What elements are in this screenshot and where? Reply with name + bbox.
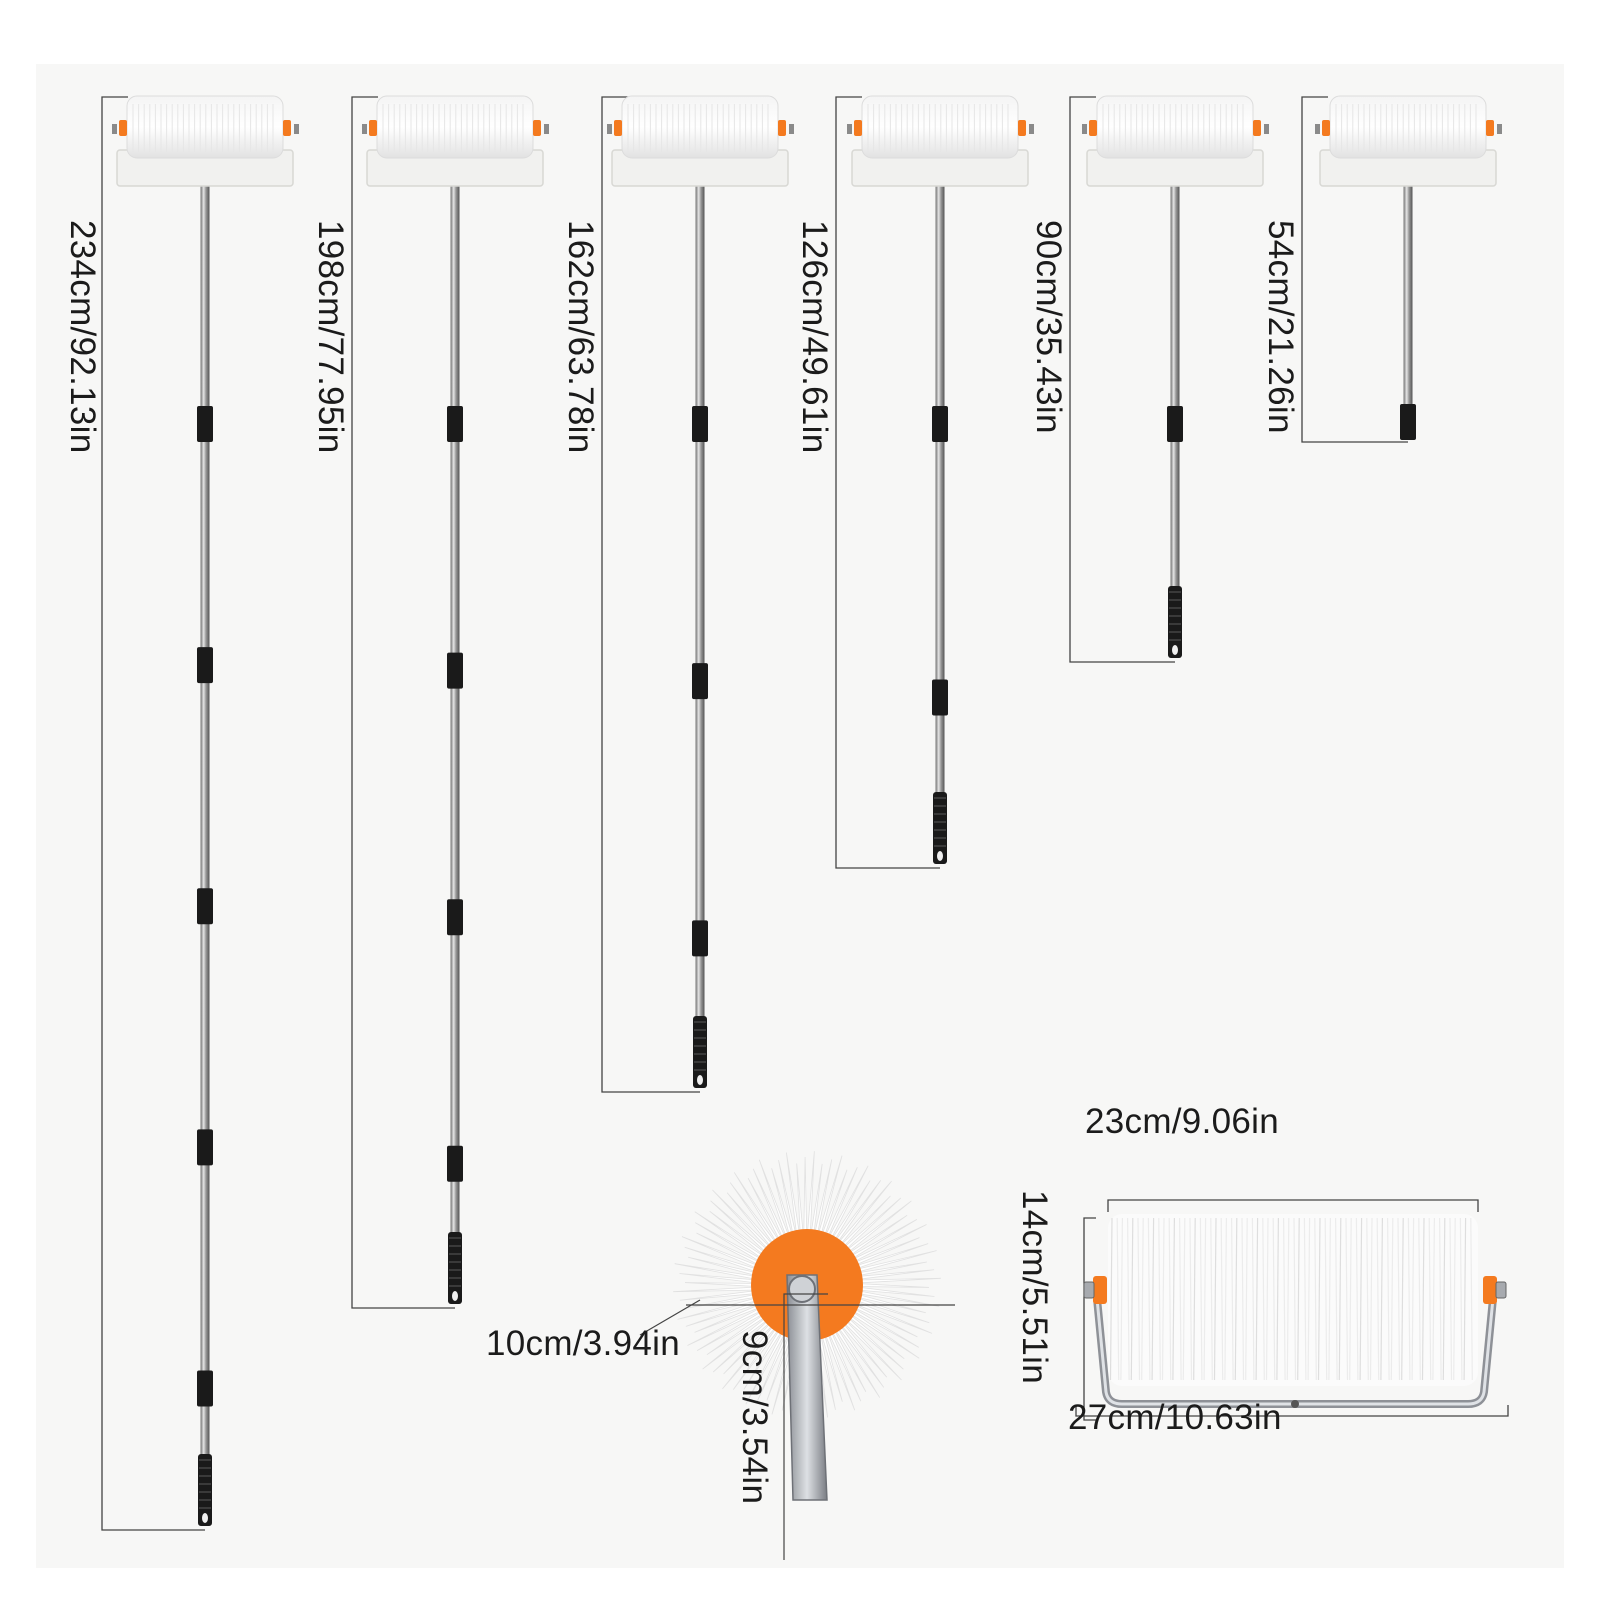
pole-lock-joint	[447, 406, 463, 442]
extension-roller-5	[1069, 95, 1269, 663]
telescopic-pole	[200, 186, 210, 1526]
length-label-90cm: 90cm/35.43in	[1029, 220, 1068, 434]
roller-diameter-label: 10cm/3.94in	[486, 1324, 680, 1363]
telescopic-pole	[935, 186, 945, 864]
axle-bolt	[1497, 124, 1502, 134]
pole-lock-joint	[932, 679, 948, 716]
orange-hub	[614, 120, 622, 136]
pole-lock-joint	[692, 406, 708, 442]
pole-lock-joint	[197, 406, 213, 442]
extension-roller-2	[351, 95, 549, 1309]
axle-bolt	[544, 124, 549, 134]
dimension-line	[351, 96, 455, 1309]
pole-lock-joint	[692, 920, 708, 957]
extension-roller-1	[101, 95, 299, 1531]
axle-nut	[788, 1275, 816, 1303]
spike-drum	[621, 95, 779, 159]
hang-hole	[452, 1291, 458, 1301]
orange-hub	[1018, 120, 1026, 136]
axle-bolt	[1495, 1281, 1507, 1299]
roller-side-view	[639, 1151, 955, 1560]
dimension-line	[1075, 1405, 1509, 1417]
spike-drum	[1096, 95, 1254, 159]
axle-bolt	[607, 124, 612, 134]
orange-hub	[369, 120, 377, 136]
spike-drum	[126, 95, 284, 159]
pole-lock-joint	[197, 888, 213, 925]
orange-hub	[778, 120, 786, 136]
hang-hole	[937, 851, 943, 861]
length-label-126cm: 126cm/49.61in	[795, 220, 834, 454]
axle-bolt	[294, 124, 299, 134]
metal-bracket	[786, 1274, 828, 1501]
pole-lock-joint	[447, 1145, 463, 1182]
length-label-234cm: 234cm/92.13in	[63, 220, 102, 454]
pole-lock-joint	[447, 652, 463, 689]
orange-hub	[1483, 1276, 1497, 1304]
orange-hub	[533, 120, 541, 136]
dimension-line	[835, 96, 940, 869]
extension-roller-4	[835, 95, 1034, 869]
roller-width-label: 23cm/9.06in	[1085, 1102, 1279, 1141]
pole-lock-joint	[932, 406, 948, 442]
dimension-line	[783, 1293, 828, 1560]
axle-bolt	[1083, 1281, 1095, 1299]
axle-bolt	[847, 124, 852, 134]
spike-drum	[376, 95, 534, 159]
pole-lock-joint	[197, 1370, 213, 1407]
head-height-label: 14cm/5.51in	[1015, 1190, 1054, 1384]
orange-hub	[1089, 120, 1097, 136]
length-label-54cm: 54cm/21.26in	[1261, 220, 1300, 434]
orange-hub	[283, 120, 291, 136]
orange-hub	[854, 120, 862, 136]
dimension-line	[1083, 1217, 1096, 1421]
axle-bolt	[1029, 124, 1034, 134]
orange-hub	[1253, 120, 1261, 136]
telescopic-pole	[450, 186, 460, 1304]
orange-hub	[1322, 120, 1330, 136]
length-label-162cm: 162cm/63.78in	[561, 220, 600, 454]
pole-lock-joint	[1167, 406, 1183, 442]
length-label-198cm: 198cm/77.95in	[311, 220, 350, 454]
hang-hole	[202, 1513, 208, 1523]
frame-screw	[1291, 1400, 1299, 1408]
spike-drum	[861, 95, 1019, 159]
dimension-line	[1107, 1199, 1479, 1212]
orange-hub	[1486, 120, 1494, 136]
pole-lock-joint	[447, 899, 463, 936]
roller-front-view	[1075, 1199, 1509, 1421]
dimension-line	[1069, 96, 1175, 663]
telescopic-pole	[1403, 186, 1413, 438]
orange-hub	[119, 120, 127, 136]
spike-drum	[1329, 95, 1487, 159]
extension-roller-3	[601, 95, 794, 1093]
axle-bolt	[362, 124, 367, 134]
axle-bolt	[1082, 124, 1087, 134]
head-width-label: 27cm/10.63in	[1068, 1398, 1282, 1437]
dimension-line	[101, 96, 205, 1531]
pole-lock-joint	[692, 663, 708, 700]
hang-hole	[1172, 645, 1178, 655]
axle-bolt	[1264, 124, 1269, 134]
pole-lock-joint	[1400, 404, 1416, 440]
pole-lock-joint	[197, 647, 213, 684]
extension-roller-6	[1301, 95, 1502, 443]
axle-bolt	[1315, 124, 1320, 134]
axle-bolt	[789, 124, 794, 134]
dimension-line	[1301, 96, 1408, 443]
axle-bolt	[112, 124, 117, 134]
bracket-length-label: 9cm/3.54in	[735, 1330, 774, 1505]
hang-hole	[697, 1075, 703, 1085]
orange-hub	[1093, 1276, 1107, 1304]
pole-lock-joint	[197, 1129, 213, 1166]
dimension-line	[601, 96, 700, 1093]
telescopic-pole	[695, 186, 705, 1088]
dimension-line	[639, 1299, 701, 1336]
